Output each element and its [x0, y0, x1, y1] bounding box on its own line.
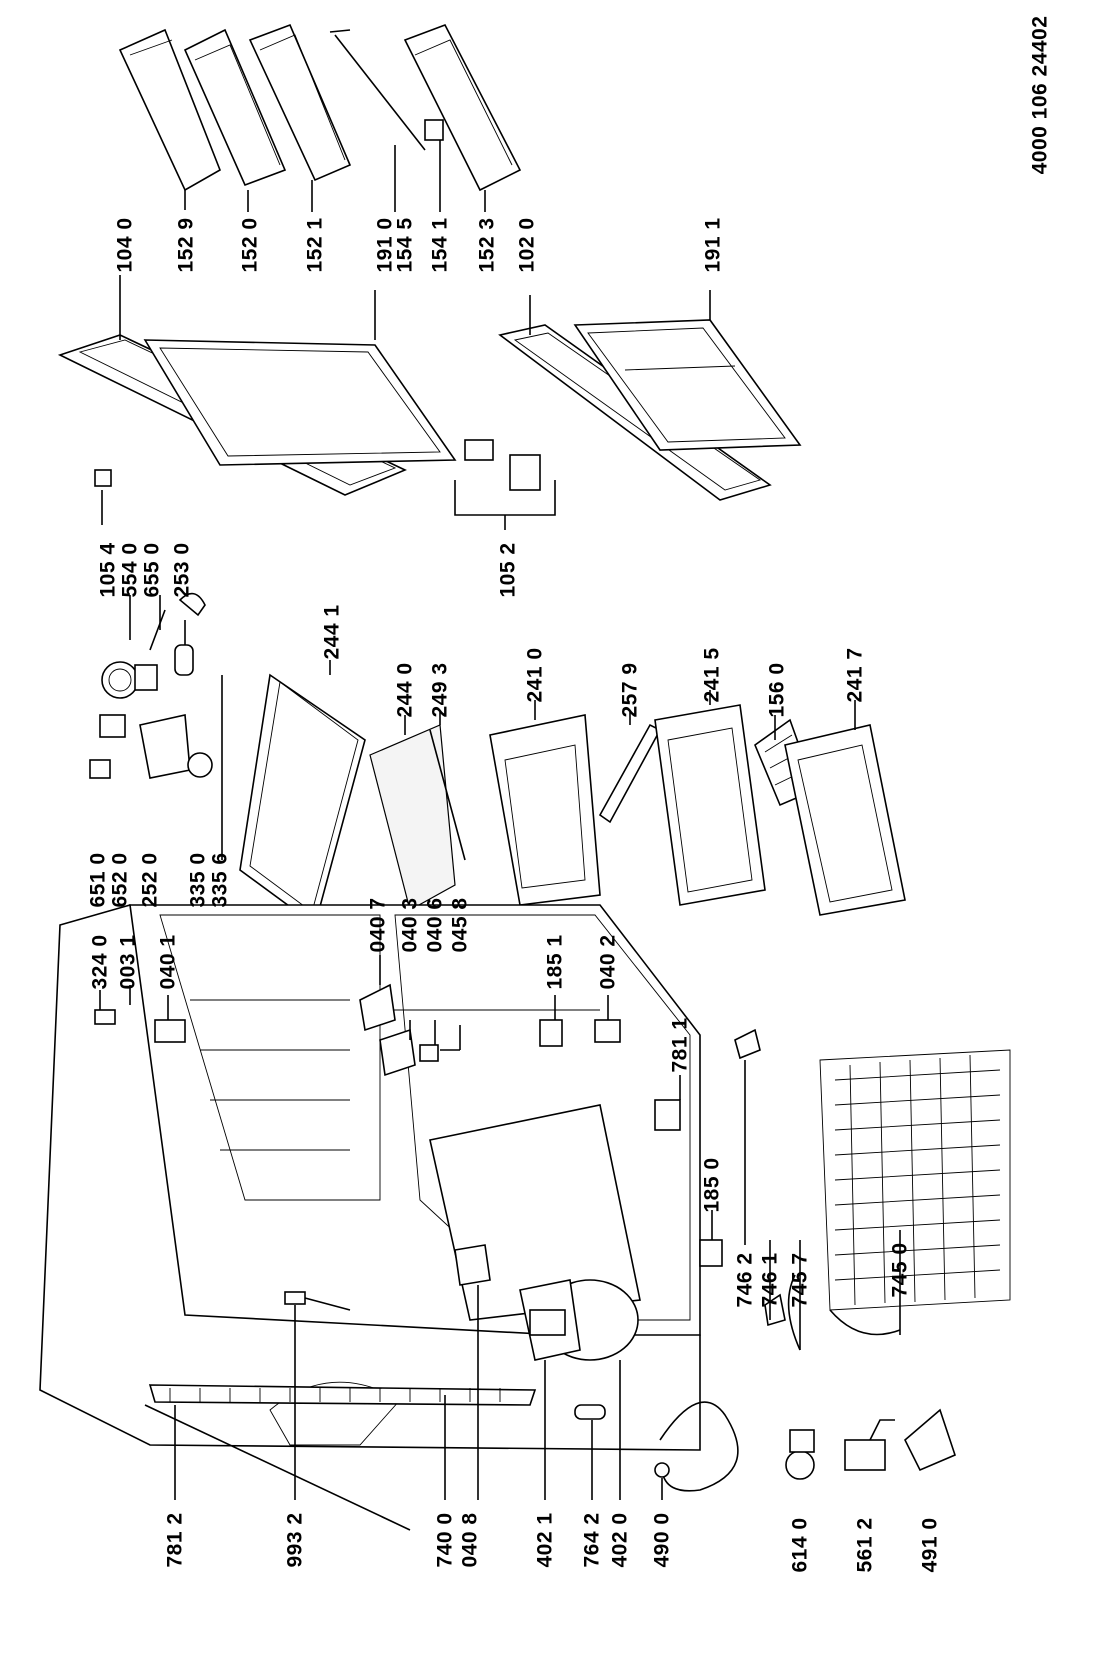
divider-2579 — [598, 723, 662, 824]
leader-lines — [99, 140, 901, 1500]
capacitor-7642 — [574, 1404, 606, 1420]
door-bin-1523 — [403, 24, 522, 192]
compressor-4020 — [519, 1279, 639, 1361]
glass-shelf-2440 — [369, 724, 456, 911]
drawer-2415 — [654, 704, 766, 906]
door-gasket-1910 — [143, 339, 457, 466]
part-6140 — [785, 1429, 815, 1480]
shelf-2441 — [239, 673, 366, 927]
power-cord-4900 — [654, 1401, 739, 1492]
drawer-2410 — [489, 714, 601, 906]
door-bin-1520 — [183, 28, 287, 187]
rod-7812 — [144, 1404, 411, 1531]
condenser-7400 — [148, 1384, 537, 1406]
door-clip-1541 — [424, 119, 444, 141]
door-bin-1529 — [118, 28, 221, 192]
shelf-trim-2493 — [429, 729, 466, 861]
hinge-1054 — [94, 469, 112, 487]
bracket-0408 — [454, 1244, 491, 1286]
hinge-parts — [94, 983, 801, 1351]
part-4910 — [904, 1408, 956, 1472]
part-5612 — [844, 1419, 895, 1471]
hinge-kit-1052 — [454, 439, 556, 516]
door-bin-1521 — [248, 23, 352, 182]
drawer-2417 — [784, 724, 906, 916]
wire-racks-7450 — [819, 1049, 1011, 1336]
thermistor-9932 — [284, 1291, 351, 1311]
door-rail-1910 — [329, 29, 426, 151]
thermostat-group — [89, 592, 213, 779]
relay-4021 — [529, 1309, 566, 1336]
door-gasket-1911 — [573, 319, 802, 451]
